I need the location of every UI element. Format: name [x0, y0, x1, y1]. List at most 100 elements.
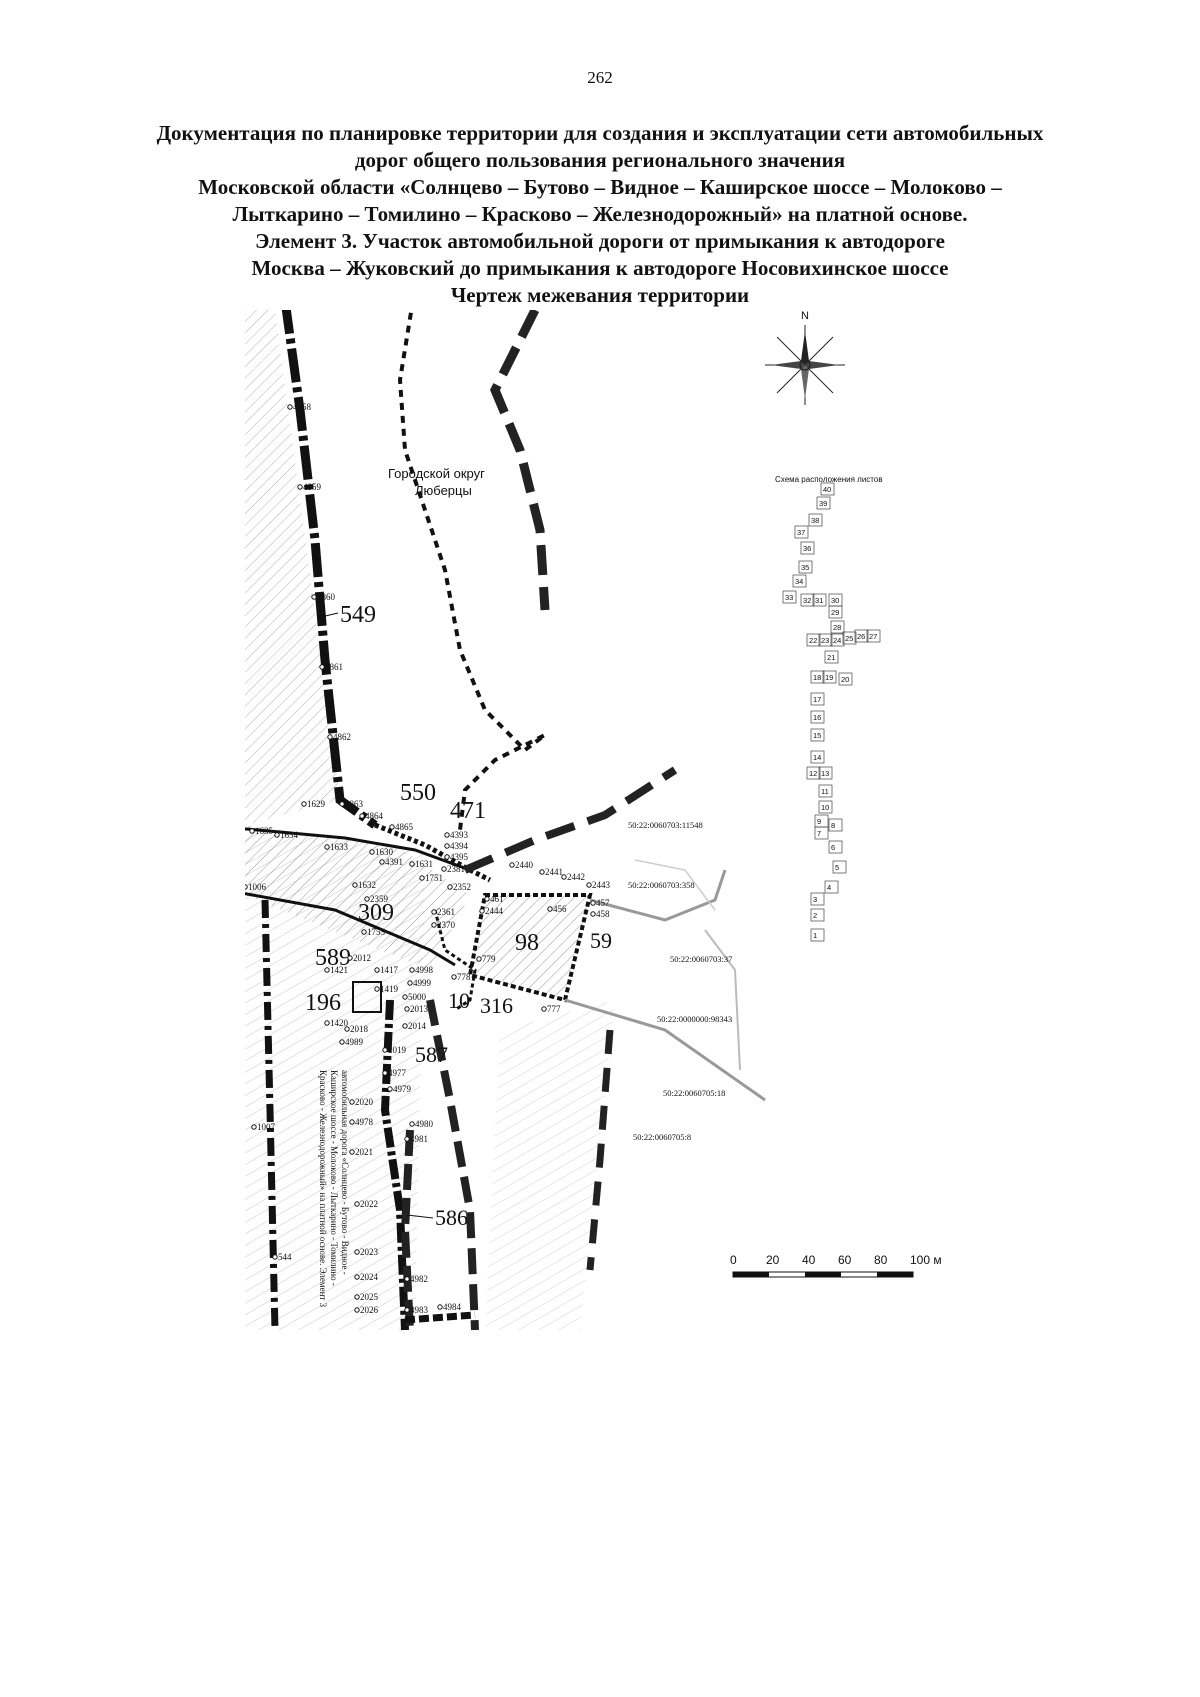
- scale-tick-label: 100 м: [910, 1253, 942, 1267]
- boundary-point-marker: [444, 832, 450, 838]
- title-line: Элемент 3. Участок автомобильной дороги …: [255, 229, 945, 253]
- boundary-point-marker: [369, 849, 375, 855]
- boundary-point-label: 4979: [393, 1084, 412, 1094]
- sheet-number: 37: [797, 528, 805, 537]
- sheet-box: [820, 482, 835, 496]
- sheet-number: 4: [827, 883, 831, 892]
- boundary-point-label: 4859: [303, 482, 322, 492]
- cadastral-number-label: 50:22:0060705:8: [633, 1132, 691, 1142]
- hatched-parcel-98: [470, 895, 590, 1000]
- boundary-point-marker: [404, 1307, 410, 1313]
- boundary-point-marker: [274, 832, 280, 838]
- boundary-point-marker: [327, 734, 333, 740]
- district-label: Люберцы: [415, 483, 472, 498]
- title-line: Документация по планировке территории дл…: [156, 121, 1044, 145]
- boundary-point-label: 4983: [410, 1305, 429, 1315]
- road-caption: автомобильная дорога «Солнцево - Бутово …: [318, 1070, 350, 1308]
- sheet-box: [818, 633, 833, 647]
- boundary-point-marker: [272, 1254, 278, 1260]
- boundary-point-marker: [359, 813, 365, 819]
- boundary-point-label: 456: [553, 904, 567, 914]
- title-line: Московской области «Солнцево – Бутово – …: [198, 175, 1002, 199]
- title-line: Чертеж межевания территории: [450, 283, 750, 307]
- boundary-point-label: 2019: [388, 1045, 407, 1055]
- boundary-point-label: 1420: [330, 1018, 349, 1028]
- sheet-box: [810, 892, 825, 906]
- boundary-point-marker: [349, 1149, 355, 1155]
- hatched-area-southwest: [245, 825, 425, 1330]
- sheet-box: [812, 593, 827, 607]
- sheet-box: [824, 650, 839, 664]
- boundary-point-label: 4858: [293, 402, 312, 412]
- boundary-point-label: 2441: [545, 867, 563, 877]
- boundary-point-label: 1007: [257, 1122, 276, 1132]
- cadastral-number-label: 50:22:0060703:11548: [628, 820, 703, 830]
- boundary-point-marker: [374, 967, 380, 973]
- parcel-number: 316: [480, 993, 513, 1018]
- boundary-point-marker: [324, 967, 330, 973]
- boundary-point-label: 2370: [437, 920, 456, 930]
- sheet-number: 36: [803, 544, 811, 553]
- boundary-point-marker: [349, 1119, 355, 1125]
- boundary-point-marker: [354, 1249, 360, 1255]
- heavy-dashed-road-north: [490, 310, 550, 611]
- sheet-number: 29: [831, 608, 839, 617]
- boundary-point-marker: [484, 896, 490, 902]
- boundary-point-marker: [590, 900, 596, 906]
- boundary-point-marker: [249, 828, 255, 834]
- boundary-point-marker: [382, 1047, 388, 1053]
- boundary-point-label: 1630: [375, 847, 394, 857]
- boundary-point-label: 457: [596, 898, 610, 908]
- boundary-point-label: 2352: [453, 882, 471, 892]
- boundary-point-label: 2359: [370, 894, 389, 904]
- sheet-box: [800, 541, 815, 555]
- sheet-box: [808, 513, 823, 527]
- sheet-number: 7: [817, 829, 821, 838]
- boundary-point-label: 4393: [450, 830, 469, 840]
- boundary-point-label: 2020: [355, 1097, 374, 1107]
- boundary-point-label: 4989: [345, 1037, 364, 1047]
- boundary-point-label: 4391: [385, 857, 403, 867]
- boundary-point-marker: [382, 1070, 388, 1076]
- boundary-point-label: 2381: [447, 864, 465, 874]
- scale-tick-label: 20: [766, 1253, 780, 1267]
- parcel-number: 10: [448, 988, 470, 1013]
- boundary-point-marker: [354, 1274, 360, 1280]
- leader-line: [406, 1214, 434, 1219]
- road-bottom: [404, 1311, 476, 1324]
- boundary-point-marker: [354, 1294, 360, 1300]
- boundary-point-marker: [319, 664, 325, 670]
- boundary-point-label: 544: [278, 1252, 292, 1262]
- boundary-point-label: 2442: [567, 872, 585, 882]
- boundary-point-label: 2444: [485, 906, 504, 916]
- boundary-point-label: 1419: [380, 984, 399, 994]
- boundary-point-label: 4862: [333, 732, 351, 742]
- cadastral-boundary: [564, 998, 766, 1102]
- boundary-point-label: 4977: [388, 1068, 407, 1078]
- sheet-box: [830, 633, 845, 647]
- boundary-point-marker: [509, 862, 515, 868]
- parcel-boundary-inner: [433, 909, 477, 1012]
- sheet-number: 10: [821, 803, 829, 812]
- boundary-point-label: 2022: [360, 1199, 378, 1209]
- document-title: Документация по планировке территории дл…: [90, 120, 1110, 309]
- cadastral-boundary: [589, 869, 727, 922]
- sheet-box: [792, 574, 807, 588]
- sheet-number: 22: [809, 636, 817, 645]
- boundary-point-marker: [407, 980, 413, 986]
- boundary-point-marker: [339, 1039, 345, 1045]
- road-south-dashed: [426, 999, 479, 1331]
- sheet-number: 24: [833, 636, 841, 645]
- road-southeast-dashed: [586, 1029, 614, 1271]
- sheet-box: [838, 672, 853, 686]
- sheet-box: [842, 631, 857, 645]
- cadastral-number-label: 50:22:0060703:37: [670, 954, 732, 964]
- leader-line: [316, 612, 339, 619]
- boundary-point-marker: [404, 1276, 410, 1282]
- boundary-point-marker: [379, 859, 385, 865]
- land-survey-map: N Городской округ Люберцы Схема располож…: [245, 310, 942, 1331]
- boundary-point-marker: [539, 869, 545, 875]
- sheet-number: 27: [869, 632, 877, 641]
- boundary-point-label: 458: [596, 909, 610, 919]
- sheet-box: [806, 766, 821, 780]
